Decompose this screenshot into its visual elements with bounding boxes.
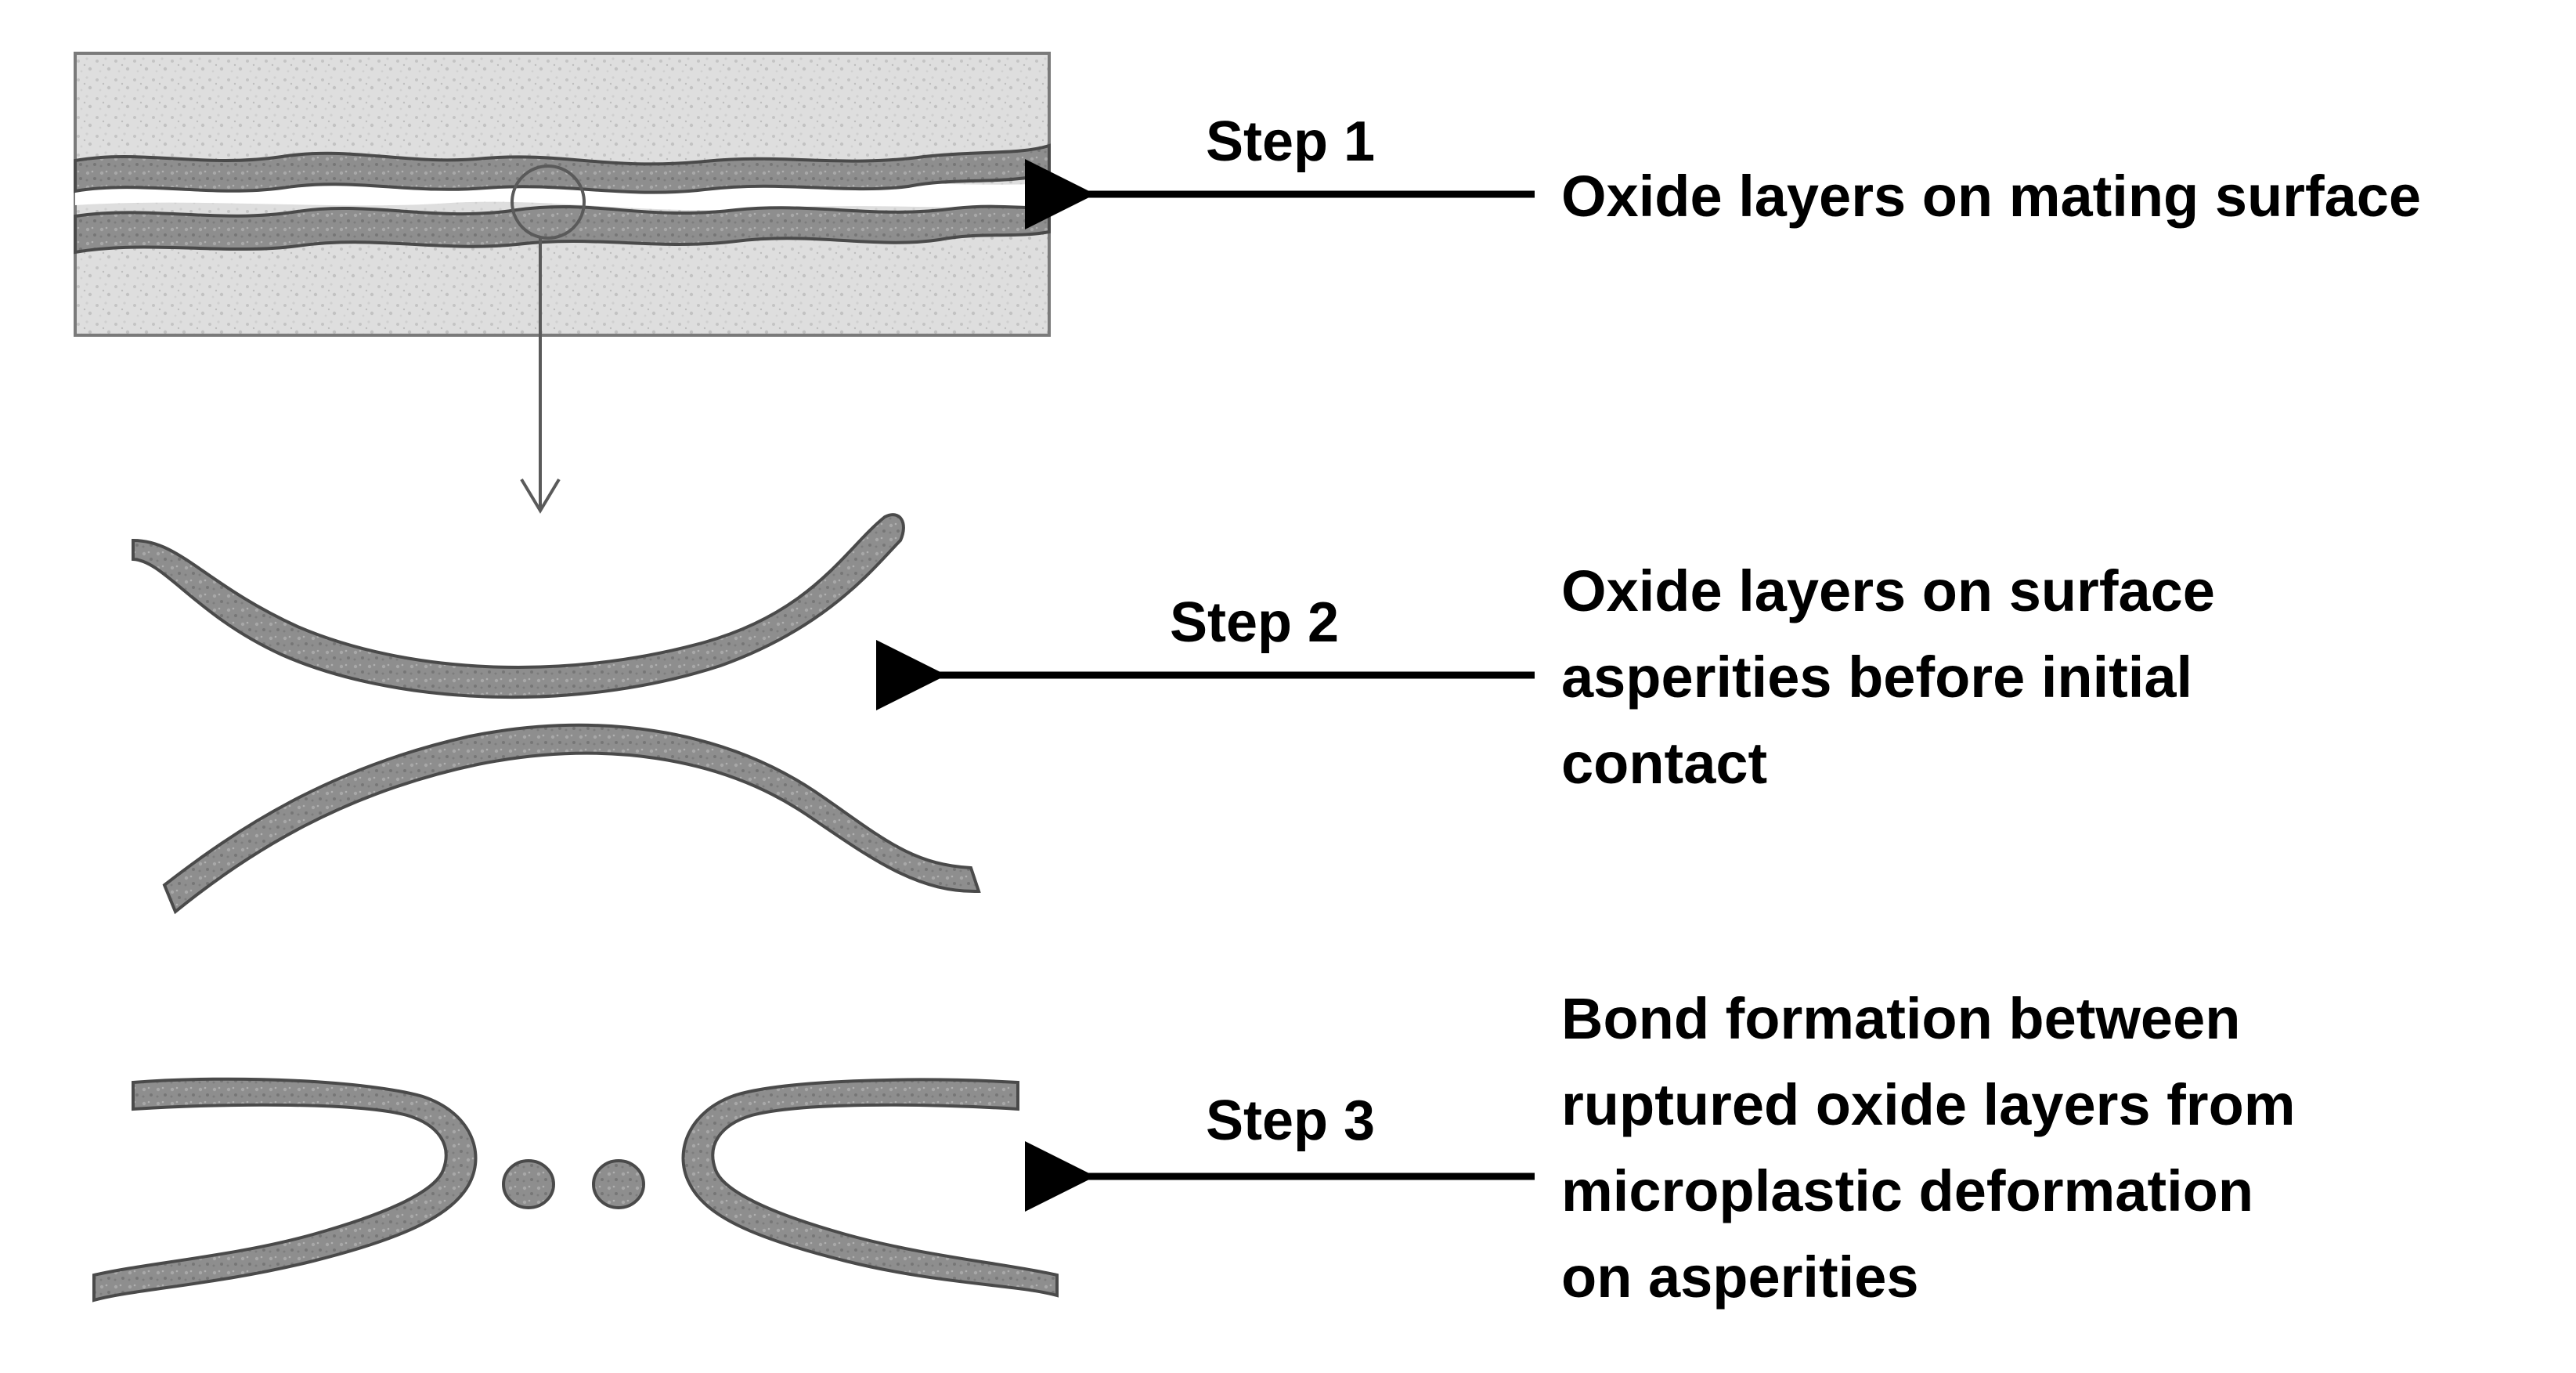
step3-description: Bond formation between ruptured oxide la… (1561, 976, 2296, 1321)
right-ruptured-layer (681, 1078, 1059, 1298)
magnifier-circle (511, 164, 586, 240)
left-ruptured-layer (92, 1077, 478, 1303)
step1-figure (74, 52, 1051, 514)
lower-asperity-layer (162, 723, 981, 915)
step1-description-line: Oxide layers on mating surface (1561, 164, 2422, 229)
step3-description-line: Bond formation between (1561, 986, 2241, 1051)
step2-label: Step 2 (1170, 591, 1340, 654)
step2-description-line: Oxide layers on surface (1561, 558, 2215, 623)
step2-description: Oxide layers on surface asperities befor… (1561, 548, 2215, 807)
step2-description-line: contact (1561, 731, 1768, 796)
step1-description: Oxide layers on mating surface (1561, 154, 2421, 240)
step1-label: Step 1 (1206, 110, 1376, 173)
step2-description-line: asperities before initial (1561, 645, 2193, 710)
step2-figure (132, 513, 981, 915)
zoom-arrow-head (520, 478, 561, 514)
step3-description-line: microplastic deformation (1561, 1158, 2254, 1223)
step3-label: Step 3 (1206, 1089, 1376, 1152)
step3-description-line: ruptured oxide layers from (1561, 1072, 2296, 1137)
step3-description-line: on asperities (1561, 1245, 1919, 1310)
oxide-fragment-right (592, 1159, 645, 1209)
oxide-fragment-left (502, 1159, 555, 1209)
upper-asperity-layer (132, 513, 905, 699)
step3-figure (92, 1077, 1059, 1303)
